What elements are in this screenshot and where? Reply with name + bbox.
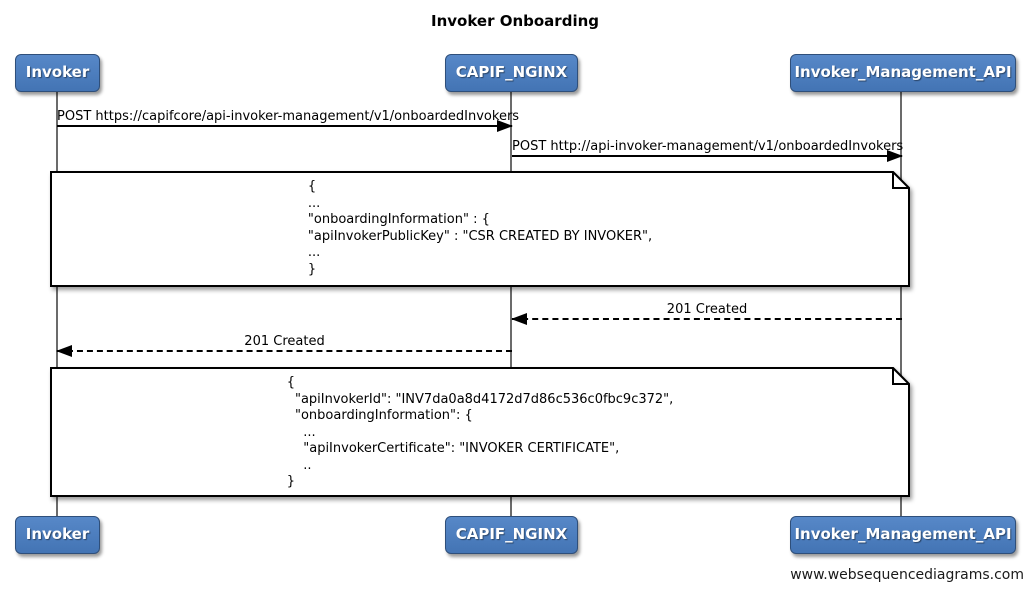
message-label: POST https://capifcore/api-invoker-manag…: [57, 109, 520, 124]
arrowhead-right-icon: [497, 120, 513, 132]
arrowhead-right-icon: [887, 150, 903, 162]
lifeline-invoker: [56, 92, 58, 519]
actor-capif-nginx-top: CAPIF_NGINX: [445, 54, 578, 92]
message-201-created-to-invoker: 201 Created: [56, 330, 512, 357]
dog-ear-fold-icon: [892, 171, 910, 189]
note-line: "onboardingInformation" : {: [307, 212, 490, 227]
note-line: ...: [286, 424, 316, 440]
actor-invoker-bottom: Invoker: [15, 516, 100, 554]
message-label: 201 Created: [244, 334, 325, 349]
note-json-lines: {..."onboardingInformation" : {"apiInvok…: [308, 179, 652, 287]
note-response-body: { "apiInvokerId": "INV7da0a8d4172d7d86c5…: [50, 367, 910, 497]
note-line: "apiInvokerId": "INV7da0a8d4172d7d86c536…: [286, 391, 674, 407]
actor-invoker-top: Invoker: [15, 54, 100, 92]
note-line: ..: [286, 457, 312, 473]
note-line: ...: [307, 245, 321, 260]
arrowhead-left-icon: [56, 345, 72, 357]
note-line: "apiInvokerPublicKey" : "CSR CREATED BY …: [307, 228, 653, 244]
diagram-title: Invoker Onboarding: [431, 12, 599, 30]
websequencediagrams-credit: www.websequencediagrams.com: [790, 567, 1024, 583]
message-label: POST http://api-invoker-management/v1/on…: [512, 139, 904, 154]
message-label: 201 Created: [666, 302, 748, 317]
note-line: {: [307, 179, 317, 194]
note-request-body: {..."onboardingInformation" : {"apiInvok…: [50, 171, 910, 287]
note-line: }: [286, 474, 295, 489]
note-line: "apiInvokerCertificate": "INVOKER CERTIF…: [286, 441, 620, 456]
dog-ear-fold-icon: [892, 367, 910, 385]
actor-invoker-management-api-bottom: Invoker_Management_API: [790, 516, 1016, 554]
actor-invoker-management-api-top: Invoker_Management_API: [790, 54, 1016, 92]
message-post-capifcore: POST https://capifcore/api-invoker-manag…: [57, 105, 520, 132]
note-line: ...: [307, 195, 321, 211]
message-post-invoker-management: POST http://api-invoker-management/v1/on…: [512, 135, 904, 162]
note-line: }: [307, 261, 317, 277]
note-json-lines: { "apiInvokerId": "INV7da0a8d4172d7d86c5…: [287, 375, 674, 497]
note-line: "onboardingInformation": {: [286, 408, 473, 423]
actor-capif-nginx-bottom: CAPIF_NGINX: [445, 516, 578, 554]
note-outline-icon: [50, 367, 910, 497]
message-201-created-to-capif: 201 Created: [511, 298, 902, 325]
lifeline-capif-nginx: [510, 92, 512, 519]
note-outline-icon: [50, 171, 910, 287]
note-line: {: [286, 375, 295, 390]
arrowhead-left-icon: [511, 313, 527, 325]
lifeline-invoker-management-api: [900, 92, 902, 519]
